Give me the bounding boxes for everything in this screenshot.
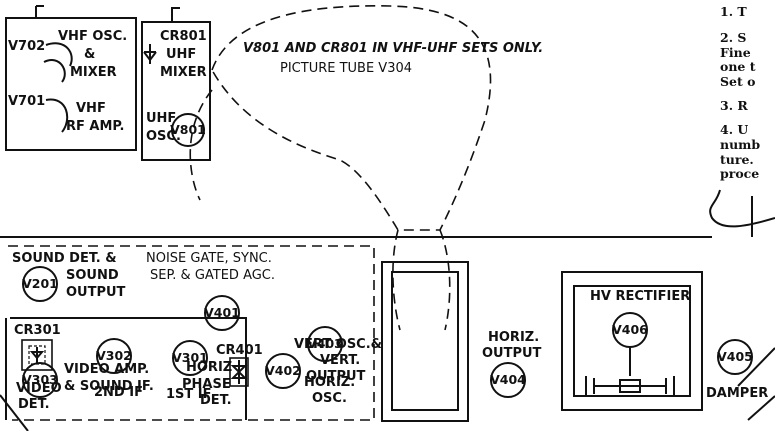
if1-group: V301 1ST IF xyxy=(166,340,212,402)
picture-tube-outline: V801 AND CR801 IN VHF-UHF SETS ONLY. PIC… xyxy=(189,5,543,331)
hv-rectifier-group: HV RECTIFIER V406 xyxy=(585,289,690,396)
uhf-osc-uhf-label: UHF xyxy=(146,111,176,126)
sound-det-group: SOUND DET. & SOUND OUTPUT V201 xyxy=(12,251,126,302)
v201-tube-circle xyxy=(22,266,58,302)
v801-tube-circle xyxy=(171,113,205,147)
noise-gate-group: NOISE GATE, SYNC. SEP. & GATED AGC. V401 xyxy=(146,251,275,331)
1st-if-label: 1ST IF xyxy=(166,387,212,402)
v303-label: V303 xyxy=(22,372,58,387)
v702-label: V702 xyxy=(8,39,45,54)
sound-label: SOUND xyxy=(66,268,119,283)
damper-group: V405 DAMPER xyxy=(706,339,768,401)
vhf-mixer-label: MIXER xyxy=(70,65,117,80)
horiz-osc-horiz-label: HORIZ. xyxy=(304,375,355,390)
2nd-if-label: 2ND IF xyxy=(94,385,143,400)
instruction-2a: 2. S xyxy=(720,30,746,45)
cr401-diode-icon xyxy=(230,360,248,384)
sound-det-label: SOUND DET. & xyxy=(12,251,117,266)
vhf-uhf-note: V801 AND CR801 IN VHF-UHF SETS ONLY. xyxy=(243,41,543,56)
chassis-board xyxy=(0,196,775,431)
vhf-label: VHF xyxy=(76,101,106,116)
vert-group: VERT OSC.& VERT. OUTPUT V402 xyxy=(265,337,382,389)
vert-osc-label: VERT OSC.& xyxy=(294,337,382,352)
instruction-4a: 4. U xyxy=(720,122,748,137)
vhf-and-label: & xyxy=(84,47,95,62)
cr401-diode-box xyxy=(229,357,249,387)
vert-label: VERT. xyxy=(320,353,360,368)
horiz-output-label: OUTPUT xyxy=(482,346,542,361)
v402-tube-circle xyxy=(265,353,301,389)
instruction-1: 1. T xyxy=(720,4,747,19)
noise-gate-label: NOISE GATE, SYNC. xyxy=(146,251,272,266)
v405-label: V405 xyxy=(717,349,753,364)
v701-label: V701 xyxy=(8,94,45,109)
horiz-output-horiz-label: HORIZ. xyxy=(488,330,539,345)
v404-tube-circle xyxy=(490,362,526,398)
video-det-label: DET. xyxy=(18,397,50,412)
v301-label: V301 xyxy=(172,350,208,365)
cr801-label: CR801 xyxy=(160,29,207,44)
instruction-4b: numb xyxy=(720,137,760,152)
cr301-label: CR301 xyxy=(14,323,61,338)
cr301-diode-icon xyxy=(29,347,45,363)
v403-label: V403 xyxy=(307,336,343,351)
v302-tube-circle xyxy=(96,338,132,374)
video-amp-label: VIDEO AMP. xyxy=(64,362,149,377)
vhf-tuner-module: V702 VHF OSC. & MIXER V701 VHF RF AMP. xyxy=(5,5,137,151)
hv-rectifier-label: HV RECTIFIER xyxy=(590,289,690,304)
picture-tube-neck-frame xyxy=(381,261,469,422)
v401-label: V401 xyxy=(204,305,240,320)
instructions-text: 1. T 2. S Fine one t Set o 3. R 4. U num… xyxy=(709,4,775,228)
v405-tube-circle xyxy=(717,339,753,375)
instruction-2d: Set o xyxy=(720,74,755,89)
v201-label: V201 xyxy=(22,276,58,291)
v403-tube-circle xyxy=(307,326,343,362)
horiz-osc-group: V403 HORIZ. OSC. xyxy=(304,326,355,406)
instruction-4c: ture. xyxy=(720,152,754,167)
sync-sep-label: SEP. & GATED AGC. xyxy=(150,268,275,283)
det-label: DET. xyxy=(200,393,232,408)
v303-tube-circle xyxy=(22,362,58,398)
v401-tube-circle xyxy=(204,295,240,331)
horiz-output-group: HORIZ. OUTPUT V404 xyxy=(482,330,542,398)
horiz-label: HORIZ xyxy=(186,360,232,375)
uhf-mixer-label: MIXER xyxy=(160,65,207,80)
phase-label: PHASE xyxy=(182,377,231,392)
instruction-4d: proce xyxy=(720,166,759,181)
cr401-label: CR401 xyxy=(216,343,263,358)
uhf-tuner-module: CR801 UHF MIXER UHF OSC. V801 xyxy=(141,7,211,161)
sound-if-label: & SOUND IF. xyxy=(64,379,154,394)
vhf-osc-label: VHF OSC. xyxy=(58,29,127,44)
cr301-box xyxy=(21,339,53,371)
v406-label: V406 xyxy=(612,322,648,337)
vert-output-label: OUTPUT xyxy=(306,369,366,384)
instruction-2b: Fine xyxy=(720,45,751,60)
cr801-diode-icon xyxy=(143,44,157,64)
horiz-phase-group: CR401 HORIZ PHASE DET. xyxy=(182,343,263,408)
v302-label: V302 xyxy=(96,348,132,363)
v404-label: V404 xyxy=(490,372,526,387)
uhf-mixer-uhf-label: UHF xyxy=(166,47,196,62)
instruction-2c: one t xyxy=(720,59,756,74)
v301-tube-circle xyxy=(172,340,208,376)
rf-amp-label: RF AMP. xyxy=(66,119,125,134)
v801-label: V801 xyxy=(170,122,206,137)
video-det-group: CR301 VIDEO DET. xyxy=(14,323,62,412)
horiz-osc-label: OSC. xyxy=(312,391,347,406)
damper-label: DAMPER xyxy=(706,386,768,401)
output-label: OUTPUT xyxy=(66,285,126,300)
picture-tube-label: PICTURE TUBE V304 xyxy=(280,61,412,76)
instruction-3: 3. R xyxy=(720,98,748,113)
hv-rectifier-socket-icon xyxy=(585,347,675,396)
hv-cage xyxy=(561,271,703,411)
v402-label: V402 xyxy=(265,363,301,378)
torn-edge xyxy=(709,189,775,228)
video-label: VIDEO xyxy=(16,381,62,396)
if2-group: V302 2ND IF xyxy=(94,338,143,400)
